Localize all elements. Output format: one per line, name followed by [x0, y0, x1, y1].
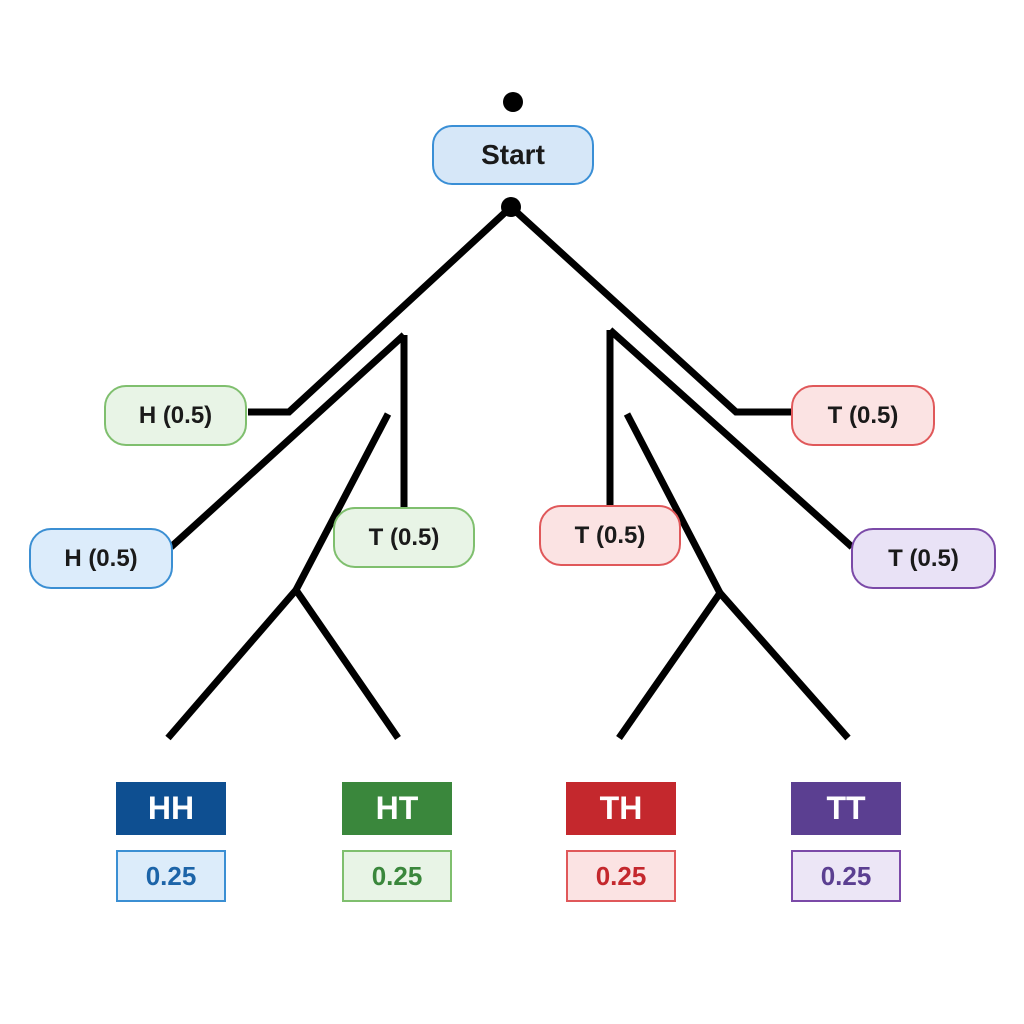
node-tails-level1-label: T (0.5) — [827, 401, 899, 429]
start-node: Start — [432, 125, 594, 185]
node-tails-heads-label: T (0.5) — [574, 521, 646, 549]
node-tails-heads: T (0.5) — [539, 505, 681, 566]
node-heads-tails-label: T (0.5) — [368, 523, 440, 551]
edge-right-fork-stem — [623, 412, 724, 595]
node-tails-tails-label: T (0.5) — [888, 544, 959, 572]
outcome-tt-label: TT — [791, 782, 901, 835]
node-heads-tails: T (0.5) — [333, 507, 475, 568]
outcome-th-label: TH — [566, 782, 676, 835]
outcome-ht-label: HT — [342, 782, 452, 835]
edge-to-outcome-th — [616, 590, 723, 741]
start-node-label: Start — [481, 139, 545, 170]
outcome-hh-probability: 0.25 — [116, 850, 226, 902]
outcome-ht-probability: 0.25 — [342, 850, 452, 902]
node-tails-tails: T (0.5) — [851, 528, 996, 589]
edge-to-outcome-tt — [717, 590, 851, 741]
edge-to-outcome-ht — [293, 588, 401, 740]
root-node-dot — [501, 197, 521, 217]
top-node-dot — [503, 92, 523, 112]
outcome-th-probability: 0.25 — [566, 850, 676, 902]
edge-to-outcome-hh — [165, 587, 299, 741]
outcome-tt-probability: 0.25 — [791, 850, 901, 902]
edge-heads-to-heads — [168, 332, 407, 550]
edge-left-fork-stem — [292, 412, 392, 592]
edge-start-to-heads — [248, 204, 514, 416]
node-tails-level1: T (0.5) — [791, 385, 935, 446]
outcome-hh-label: HH — [116, 782, 226, 835]
edge-tails-to-tails-b — [607, 327, 855, 550]
node-heads-heads: H (0.5) — [29, 528, 173, 589]
node-heads-heads-label: H (0.5) — [64, 544, 138, 572]
node-heads-level1: H (0.5) — [104, 385, 247, 446]
edge-start-to-tails — [508, 204, 791, 416]
node-heads-level1-label: H (0.5) — [138, 401, 213, 429]
